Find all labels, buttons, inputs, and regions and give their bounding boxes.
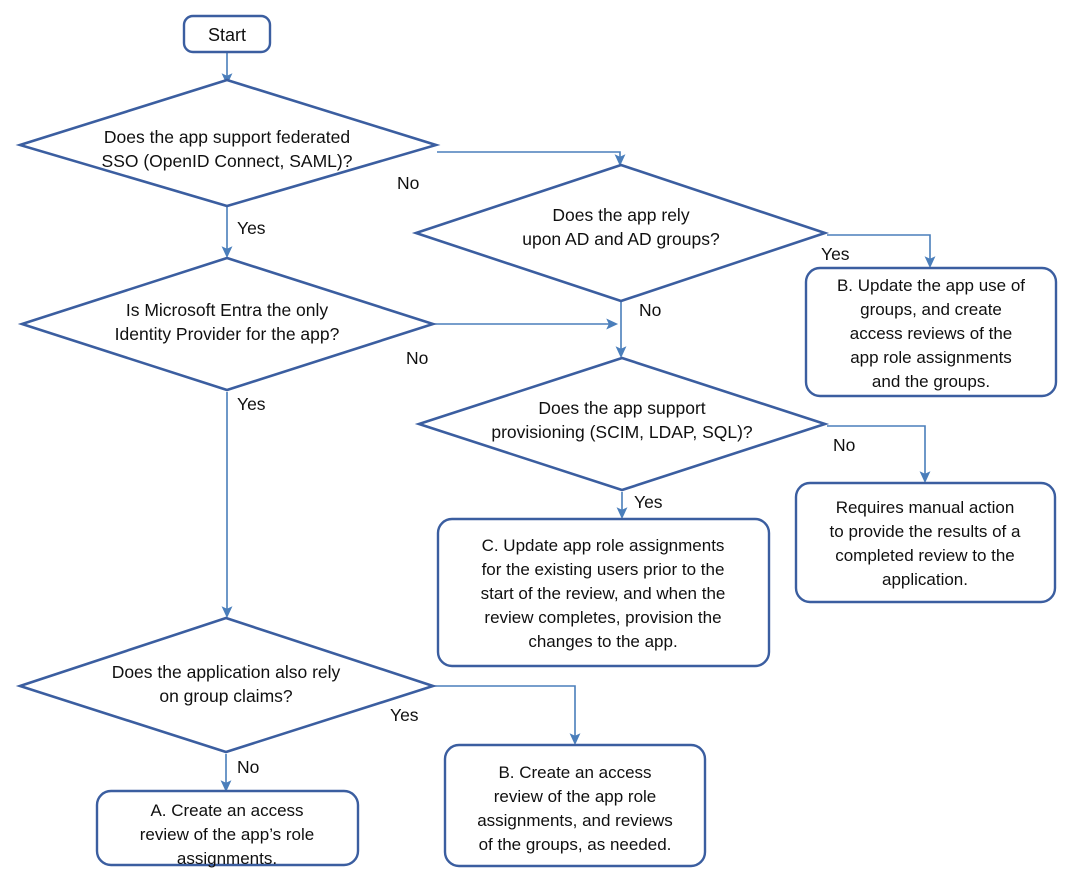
node-decision-provisioning[interactable]: Does the app support provisioning (SCIM,… xyxy=(414,356,830,492)
decision-entra-only-idp-line1: Is Microsoft Entra the only xyxy=(126,300,329,320)
edge-label-sso-no: No xyxy=(397,173,419,193)
b-create-review-line-3: assignments, and reviews xyxy=(477,811,673,830)
c-update-roles-shape[interactable] xyxy=(436,517,771,668)
edge-claims-yes-to-b-create xyxy=(434,685,581,746)
c-update-roles-line-1: C. Update app role assignments xyxy=(482,536,725,555)
edge-sso-no-to-ad xyxy=(437,151,626,167)
edge-label-claims-no: No xyxy=(237,757,259,777)
edge-label-claims-yes: Yes xyxy=(390,705,419,725)
b-update-groups-line-5: and the groups. xyxy=(872,372,990,391)
decision-ad-groups-line1: Does the app rely xyxy=(552,205,689,225)
edge-label-ad-no: No xyxy=(639,300,661,320)
node-decision-group-claims[interactable]: Does the application also rely on group … xyxy=(15,616,438,754)
b-create-review-line-2: review of the app role xyxy=(494,787,657,806)
start-shape[interactable] xyxy=(182,14,272,54)
node-decision-entra-only-idp[interactable]: Is Microsoft Entra the only Identity Pro… xyxy=(17,256,438,392)
manual-action-line-4: application. xyxy=(882,570,968,589)
b-create-review-shape[interactable] xyxy=(443,743,707,868)
a-create-review-line-1: A. Create an access xyxy=(150,801,303,820)
a-create-review-shape[interactable] xyxy=(95,789,360,867)
manual-action-line-3: completed review to the xyxy=(835,546,1015,565)
b-update-groups-line-3: access reviews of the xyxy=(850,324,1013,343)
edge-ad-yes-to-b-update xyxy=(827,234,936,269)
decision-federated-sso-shape[interactable] xyxy=(15,78,441,208)
node-b-create-review[interactable]: B. Create an access review of the app ro… xyxy=(443,743,707,868)
decision-provisioning-line1: Does the app support xyxy=(538,398,705,418)
node-b-update-groups[interactable]: B. Update the app use of groups, and cre… xyxy=(804,266,1058,398)
decision-federated-sso-line1: Does the app support federated xyxy=(104,127,350,147)
a-create-review-line-3: assignments. xyxy=(177,849,277,868)
edge-label-sso-yes: Yes xyxy=(237,218,266,238)
node-start[interactable]: Start xyxy=(182,14,272,54)
c-update-roles-line-2: for the existing users prior to the xyxy=(482,560,725,579)
a-create-review-line-2: review of the app’s role xyxy=(140,825,315,844)
b-update-groups-shape[interactable] xyxy=(804,266,1058,398)
decision-group-claims-line1: Does the application also rely xyxy=(112,662,341,682)
manual-action-shape[interactable] xyxy=(794,481,1057,604)
connectors xyxy=(220,52,936,793)
node-c-update-roles[interactable]: C. Update app role assignments for the e… xyxy=(436,517,771,668)
node-decision-federated-sso[interactable]: Does the app support federated SSO (Open… xyxy=(15,78,441,208)
c-update-roles-line-3: start of the review, and when the xyxy=(481,584,726,603)
node-manual-action[interactable]: Requires manual action to provide the re… xyxy=(794,481,1057,604)
b-create-review-line-1: B. Create an access xyxy=(498,763,651,782)
edge-label-prov-yes: Yes xyxy=(634,492,663,512)
decision-provisioning-shape[interactable] xyxy=(414,356,830,492)
start-label: Start xyxy=(208,25,246,45)
decision-ad-groups-shape[interactable] xyxy=(411,163,830,303)
edge-label-entra-no: No xyxy=(406,348,428,368)
node-decision-ad-groups[interactable]: Does the app rely upon AD and AD groups? xyxy=(411,163,830,303)
b-update-groups-line-2: groups, and create xyxy=(860,300,1002,319)
b-create-review-line-4: of the groups, as needed. xyxy=(479,835,672,854)
decision-group-claims-shape[interactable] xyxy=(15,616,438,754)
c-update-roles-line-4: review completes, provision the xyxy=(484,608,721,627)
edge-label-prov-no: No xyxy=(833,435,855,455)
c-update-roles-line-5: changes to the app. xyxy=(528,632,677,651)
decision-group-claims-line2: on group claims? xyxy=(159,686,293,706)
edge-labels: No Yes Yes No No Yes No Yes Yes No xyxy=(237,173,855,777)
decision-entra-only-idp-line2: Identity Provider for the app? xyxy=(115,324,340,344)
b-update-groups-line-4: app role assignments xyxy=(850,348,1012,367)
edge-label-entra-yes: Yes xyxy=(237,394,266,414)
edge-label-ad-yes: Yes xyxy=(821,244,850,264)
decision-ad-groups-line2: upon AD and AD groups? xyxy=(522,229,720,249)
node-a-create-review[interactable]: A. Create an access review of the app’s … xyxy=(95,789,360,868)
decision-provisioning-line2: provisioning (SCIM, LDAP, SQL)? xyxy=(491,422,753,442)
edge-prov-no-to-manual-action xyxy=(827,425,931,484)
decision-federated-sso-line2: SSO (OpenID Connect, SAML)? xyxy=(102,151,353,171)
manual-action-line-2: to provide the results of a xyxy=(830,522,1021,541)
b-update-groups-line-1: B. Update the app use of xyxy=(837,276,1025,295)
decision-entra-only-idp-shape[interactable] xyxy=(17,256,438,392)
manual-action-line-1: Requires manual action xyxy=(836,498,1015,517)
